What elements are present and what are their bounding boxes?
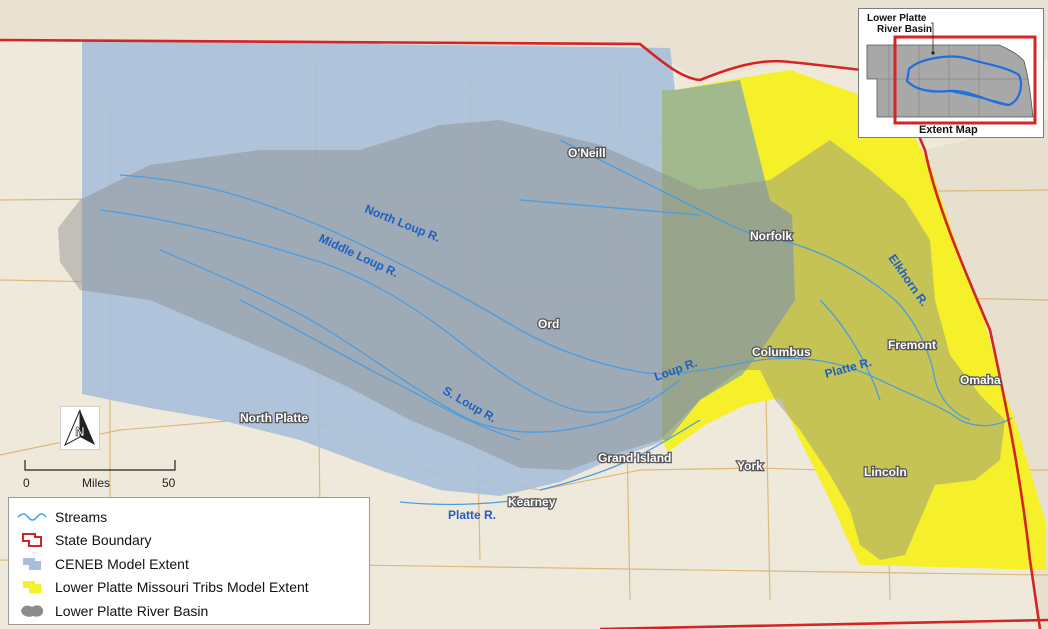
ceneb-extent-icon [23, 557, 41, 570]
scale-bar: 0 Miles 50 [10, 456, 182, 492]
extent-overlap [662, 80, 795, 440]
legend-item-state-boundary: State Boundary [17, 529, 361, 553]
lower-platte-river-basin[interactable] [58, 120, 1005, 560]
legend-label-lower-platte-tribs: Lower Platte Missouri Tribs Model Extent [55, 579, 309, 596]
city-label-kearney: Kearney [508, 495, 556, 509]
inset-extent-map[interactable]: Lower Platte River Basin Extent Map [858, 8, 1044, 138]
city-label-north-platte: North Platte [240, 411, 308, 425]
north-arrow: N [60, 406, 100, 450]
inset-title: Extent Map [919, 124, 978, 136]
city-label-lincoln: Lincoln [864, 465, 907, 479]
city-label-york: York [737, 459, 763, 473]
streams [99, 139, 1013, 506]
state-boundary-icon [22, 533, 42, 548]
state-boundary-south [599, 618, 1048, 629]
city-label-omaha: Omaha [960, 373, 1001, 387]
ceneb-model-extent[interactable] [82, 40, 795, 496]
legend-item-streams: Streams [17, 505, 361, 529]
inset-basin-label-line1: Lower Platte [867, 13, 927, 24]
map-legend: Streams State Boundary CENEB Model Exten… [8, 497, 370, 625]
stream-line-icon [17, 513, 47, 521]
north-arrow-icon: N [63, 409, 95, 447]
scale-bar-graphic [24, 460, 176, 471]
inset-basin-label-line2: River Basin [877, 24, 933, 35]
legend-item-lower-platte-tribs: Lower Platte Missouri Tribs Model Extent [17, 576, 361, 600]
lower-platte-extent-icon [23, 581, 41, 594]
city-label-columbus: Columbus [752, 345, 811, 359]
city-label-oneill: O'Neill [568, 146, 606, 160]
city-label-norfolk: Norfolk [750, 229, 792, 243]
scale-max-label: 50 [162, 476, 176, 490]
city-label-ord: Ord [538, 317, 559, 331]
legend-item-river-basin: Lower Platte River Basin [17, 599, 361, 623]
inset-map-graphic [859, 9, 1043, 137]
scale-min-label: 0 [23, 476, 30, 490]
legend-label-streams: Streams [55, 508, 108, 525]
city-label-fremont: Fremont [888, 338, 936, 352]
river-basin-icon [21, 605, 44, 617]
scale-unit-label: Miles [82, 476, 111, 490]
legend-item-ceneb: CENEB Model Extent [17, 552, 361, 576]
north-region [0, 0, 1048, 80]
legend-label-state-boundary: State Boundary [55, 532, 152, 549]
north-arrow-letter: N [75, 424, 84, 439]
legend-label-river-basin: Lower Platte River Basin [55, 602, 209, 619]
legend-label-ceneb: CENEB Model Extent [55, 555, 189, 572]
river-label-platte-south: Platte R. [448, 508, 496, 522]
city-label-grand-island: Grand Island [598, 451, 671, 465]
